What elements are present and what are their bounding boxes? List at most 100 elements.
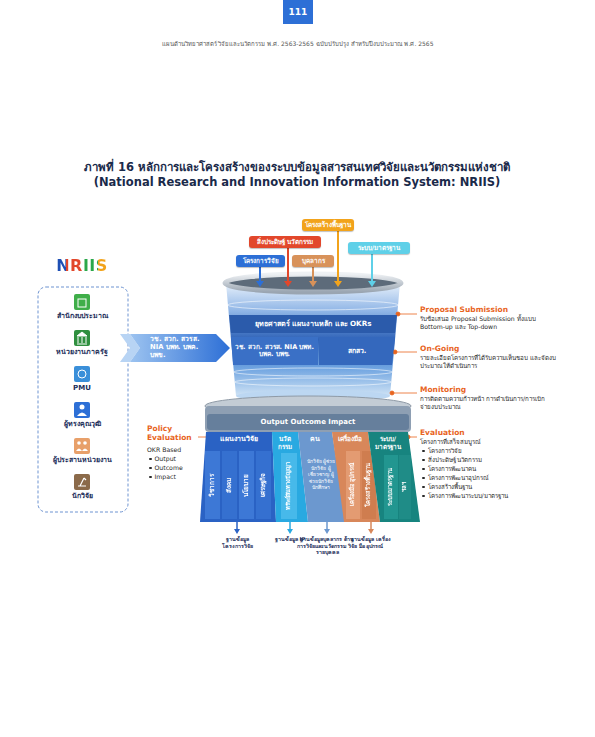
source-panel xyxy=(38,287,128,512)
node-text: สังคม xyxy=(226,478,232,493)
figure-title: ภาพที่ 16 หลักการและโครงสร้างของระบบข้อม… xyxy=(77,160,517,190)
stage-leaders xyxy=(198,312,417,439)
stage-title: Monitoring xyxy=(420,385,570,394)
bullet-dot xyxy=(422,477,425,480)
funnel-body xyxy=(226,283,400,396)
output-sub: วิชาการ xyxy=(205,451,220,519)
bullet-dot xyxy=(149,476,152,479)
node-text: เศรษฐกิจ xyxy=(260,473,266,497)
list-text: โครงสร้างพื้นฐาน xyxy=(428,483,472,491)
node-text: เครื่องมือ อุปกรณ์ xyxy=(350,463,356,506)
list-item: Outcome xyxy=(149,464,204,472)
output-sub: ระบบมาตรฐาน xyxy=(384,455,398,519)
database-label: ฐานข้อมูล เครื่องมือ อุปกรณ์ xyxy=(350,536,392,549)
node-text: ทรัพย์สินทางปัญญา xyxy=(286,462,292,510)
source-item: หน่วยงานภาครัฐ xyxy=(40,348,124,358)
list-text: Impact xyxy=(155,473,176,481)
agency-arrow: วช. สวก. สวรส. NIA บพท. บพค. บพข. xyxy=(130,334,230,362)
plate-side xyxy=(205,406,411,432)
node-text: บุคลากร xyxy=(302,257,325,264)
node-text: นักวิจัย xyxy=(40,492,124,501)
list-item: สิ่งประดิษฐ์ นวัตกรรม xyxy=(422,456,572,464)
bullet-dot xyxy=(422,450,425,453)
node-body: นักวิจัย ผู้ช่วยนักวิจัย ผู้เชี่ยวชาญ ผู… xyxy=(304,458,338,491)
bullet-dot xyxy=(149,458,152,461)
list-text: โครงการวิจัย xyxy=(428,447,462,455)
node-text: ระบบมาตรฐาน xyxy=(388,468,394,506)
stage-note: รายละเอียดโครงการที่ได้รับความเห็นชอบ แล… xyxy=(420,354,560,370)
stage-title: Policy Evaluation xyxy=(147,424,199,442)
source-item: ผู้ทรงคุณวุฒิ xyxy=(40,420,124,430)
funnel-band: วช. สวก. สวรส. NIA บพท. บพค. บพข. xyxy=(231,337,318,365)
stage-note: รับข้อเสนอ Proposal Submission ทั้งแบบ B… xyxy=(420,315,545,331)
node-text: ฯลฯ xyxy=(402,482,408,492)
database-label: ฐานข้อมูลบุคลากร ด้านการวิจัยและนวัตกรรม… xyxy=(296,536,358,556)
result-band: Output Outcome Impact xyxy=(207,414,409,430)
source-item: PMU xyxy=(40,384,124,394)
node-text: ผู้ทรงคุณวุฒิ xyxy=(40,420,124,429)
node-text: สำนักงบประมาณ xyxy=(40,312,124,321)
funnel-band: สกสว. xyxy=(319,337,395,365)
list-item: Impact xyxy=(149,473,204,481)
node-text: ระบบ/มาตรฐาน xyxy=(358,244,400,251)
node-text: วิชาการ xyxy=(209,474,215,497)
output-sub: เศรษฐกิจ xyxy=(256,451,271,519)
node-text: หน่วยงานภาครัฐ xyxy=(40,348,124,357)
funnel-band: ยุทธศาสตร์ แผนงานหลัก และ OKRs xyxy=(229,315,397,333)
node-text: วช. สวก. สวรส. NIA บพท. บพค. บพข. xyxy=(150,336,214,359)
output-sub: ฯลฯ xyxy=(399,455,411,519)
stage-title: On-Going xyxy=(420,344,570,353)
stage-title: Proposal Submission xyxy=(420,305,570,314)
node-text: โครงสร้างพื้นฐาน xyxy=(366,463,372,507)
input-box: โครงสร้างพื้นฐาน xyxy=(302,219,354,231)
node-text: แผนงานวิจัย xyxy=(206,435,272,443)
stage-note: OKR Based xyxy=(147,446,207,454)
list-item: โครงสร้างพื้นฐาน xyxy=(422,483,572,491)
output-column: แผนงานวิจัยวิชาการ สังคม นโยบาย เศรษฐกิจ xyxy=(200,432,276,522)
list-text: สิ่งประดิษฐ์ นวัตกรรม xyxy=(428,456,483,464)
node-text: PMU xyxy=(40,384,124,393)
node-text: ยุทธศาสตร์ แผนงานหลัก และ OKRs xyxy=(255,320,372,328)
list-item: โครงการพัฒนาอุปกรณ์ xyxy=(422,474,572,482)
node-text: ผู้ประสานหน่วยงาน xyxy=(40,456,124,465)
list-item: โครงการพัฒนาคน xyxy=(422,465,572,473)
list-text: โครงการพัฒนาอุปกรณ์ xyxy=(428,474,489,482)
output-arrows xyxy=(234,522,374,534)
node-text: นโยบาย xyxy=(243,474,249,497)
system-logo: NRIIS xyxy=(42,256,122,275)
list-item: โครงการวิจัย xyxy=(422,447,572,455)
node-text: สิ่งประดิษฐ์ นวัตกรรม xyxy=(257,238,313,245)
node-text: สกสว. xyxy=(348,347,367,355)
node-text: ระบบ/ มาตรฐาน xyxy=(368,435,408,451)
input-box: บุคลากร xyxy=(292,255,334,267)
bullet-dot xyxy=(422,468,425,471)
database-label: ฐานข้อมูล โครงการวิจัย xyxy=(214,536,260,549)
output-sub: ทรัพย์สินทางปัญญา xyxy=(281,453,297,519)
source-item: สำนักงบประมาณ xyxy=(40,312,124,322)
stage-note: การติดตามความก้าวหน้า การดำเนินการ/การเบ… xyxy=(420,395,550,411)
header-rule xyxy=(40,50,555,51)
output-sub: เครื่องมือ อุปกรณ์ xyxy=(346,451,360,519)
node-text: โครงสร้างพื้นฐาน xyxy=(305,221,351,228)
bullet-dot xyxy=(422,495,425,498)
list-text: Outcome xyxy=(155,464,183,472)
bullet-dot xyxy=(149,467,152,470)
list-text: โครงการพัฒนาคน xyxy=(428,465,476,473)
source-item: ผู้ประสานหน่วยงาน xyxy=(40,456,124,466)
node-text: โครงการวิจัย xyxy=(243,257,279,264)
running-header: แผนด้านวิทยาศาสตร์ วิจัยและนวัตกรรม พ.ศ.… xyxy=(80,39,515,49)
input-box: โครงการวิจัย xyxy=(236,255,285,267)
output-sub: สังคม xyxy=(222,451,237,519)
node-text: วช. สวก. สวรส. NIA บพท. บพค. บพข. xyxy=(231,344,318,359)
list-item: Output xyxy=(149,455,204,463)
input-box: ระบบ/มาตรฐาน xyxy=(348,242,410,254)
bullet-dot xyxy=(422,486,425,489)
page-number: 111 xyxy=(283,7,313,17)
bullet-dot xyxy=(422,459,425,462)
node-text: เครื่องมือ xyxy=(332,435,368,443)
node-text: Output Outcome Impact xyxy=(261,418,356,426)
stage-title: Evaluation xyxy=(420,428,570,437)
list-text: โครงการพัฒนาระบบ/มาตรฐาน xyxy=(428,492,508,500)
